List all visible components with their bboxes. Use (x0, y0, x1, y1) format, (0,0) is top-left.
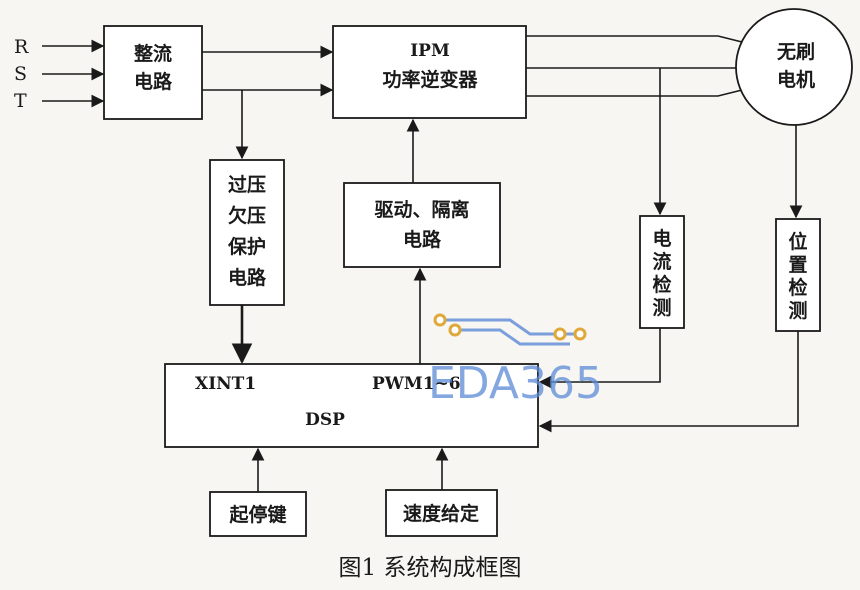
ipm-label-line1: IPM (410, 41, 450, 61)
start-stop-key-block: 起停键 (209, 491, 307, 537)
ipm-block: IPM 功率逆变器 (332, 25, 527, 119)
current-label-char1: 电 (652, 227, 671, 250)
input-r-label: R (14, 36, 29, 58)
current-label-char3: 检 (652, 273, 671, 296)
rectifier-label-line1: 整流 (134, 42, 172, 65)
dsp-label: DSP (305, 410, 345, 430)
position-label-char3: 检 (788, 276, 807, 299)
input-s-label: S (14, 63, 27, 85)
rectifier-block: 整流 电路 (103, 25, 203, 120)
driver-label-line1: 驱动、隔离 (374, 198, 469, 221)
speed-label: 速度给定 (403, 502, 479, 525)
current-detection-block: 电 流 检 测 (639, 215, 685, 329)
protection-label-line4: 电路 (228, 266, 267, 289)
eda365-watermark: EDA365 (428, 313, 603, 409)
driver-isolation-block: 驱动、隔离 电路 (343, 182, 501, 268)
position-detect-to-dsp-arrow (538, 331, 799, 433)
brushless-motor: 无刷 电机 (735, 8, 853, 126)
protection-label-line1: 过压 (228, 174, 266, 196)
position-label-char2: 置 (788, 254, 807, 276)
watermark-text: EDA365 (428, 358, 603, 409)
current-detect-to-dsp-arrow (538, 328, 661, 389)
phase-line-u (526, 35, 743, 43)
startstop-label: 起停键 (228, 503, 286, 526)
current-label-char2: 流 (652, 250, 671, 273)
figure-caption: 图1 系统构成框图 (339, 555, 522, 581)
motor-label-line2: 电机 (777, 68, 815, 91)
protection-label-line2: 欠压 (228, 204, 266, 227)
position-detection-block: 位 置 检 测 (775, 218, 821, 332)
dsp-block: XINT1 PWM1~6 DSP (164, 363, 539, 448)
xint1-label: XINT1 (195, 374, 256, 394)
position-label-char1: 位 (788, 230, 807, 253)
position-label-char4: 测 (788, 300, 807, 322)
rectifier-label-line2: 电路 (134, 70, 173, 93)
motor-label-line1: 无刷 (777, 41, 815, 63)
current-label-char4: 测 (652, 297, 671, 319)
driver-label-line2: 电路 (403, 228, 442, 251)
speed-setting-block: 速度给定 (385, 489, 498, 537)
input-t-label: T (14, 90, 27, 112)
protection-circuit-block: 过压 欠压 保护 电路 (209, 159, 285, 306)
pwm-label: PWM1~6 (372, 374, 461, 394)
ipm-label-line2: 功率逆变器 (382, 68, 478, 91)
phase-line-w (526, 89, 743, 97)
protection-label-line3: 保护 (227, 235, 266, 258)
